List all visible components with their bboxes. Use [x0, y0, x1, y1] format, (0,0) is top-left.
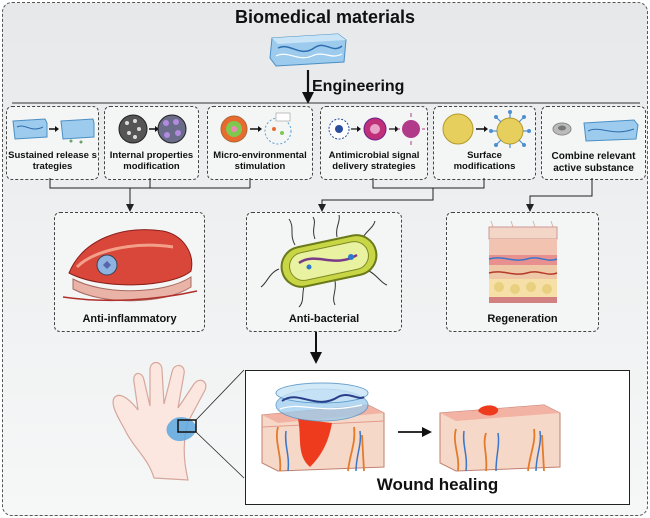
effect-label: Regeneration — [487, 313, 558, 325]
wound-healing-panel: Wound healing — [245, 370, 630, 505]
engineering-arrow — [302, 70, 314, 104]
strategy-label: Combine relevant active substance — [551, 151, 636, 174]
strategy-box-sustained-release: Sustained release s trategies — [6, 106, 99, 180]
bacterium-icon — [260, 214, 388, 308]
wound-with-hydrogel-icon — [261, 382, 385, 472]
strategy-box-surface-modifications: Surface modifications — [433, 106, 536, 180]
strategy-box-internal-properties: Internal properties modification — [104, 106, 199, 180]
strategy-box-micro-environmental: Micro-environmental stimulation — [207, 106, 313, 180]
hydrogel-release-icon — [12, 118, 95, 144]
top-connector-line — [12, 102, 640, 104]
strategy-box-antimicrobial-signal: Antimicrobial signal delivery strategies — [320, 106, 428, 180]
strategy-label: Surface modifications — [453, 150, 516, 172]
effect-label: Anti-bacterial — [288, 313, 360, 325]
healed-skin-icon — [439, 404, 561, 472]
hand-illustration — [112, 361, 245, 481]
skin-layers-icon — [488, 220, 558, 303]
engineering-label: Engineering — [312, 78, 405, 95]
strategy-label: Antimicrobial signal delivery strategies — [328, 150, 420, 172]
stimulation-icon — [220, 112, 292, 145]
effect-label: Anti-inflammatory — [82, 313, 177, 325]
hydrogel-block-icon — [269, 33, 347, 67]
effects-to-healing-arrow — [310, 332, 322, 364]
nanoparticle-signal-icon — [328, 113, 425, 145]
inflamed-tissue-icon — [62, 229, 198, 302]
porous-sphere-icon — [118, 114, 187, 144]
healing-progress-arrow — [398, 427, 432, 437]
strategy-label: Sustained release s trategies — [8, 150, 97, 172]
effect-box-anti-bacterial: Anti-bacterial — [246, 212, 402, 332]
active-substance-icon — [552, 119, 639, 142]
wound-healing-label: Wound healing — [376, 475, 499, 494]
strategy-box-combine-active-substance: Combine relevant active substance — [541, 106, 646, 180]
figure-title: Biomedical materials — [234, 7, 416, 27]
strategy-to-effect-connectors — [49, 178, 593, 212]
effect-box-anti-inflammatory: Anti-inflammatory — [54, 212, 205, 332]
strategy-label: Internal properties modification — [109, 150, 194, 172]
effect-box-regeneration: Regeneration — [446, 212, 599, 332]
strategy-label: Micro-environmental stimulation — [213, 150, 307, 172]
surface-sphere-icon — [442, 110, 531, 148]
